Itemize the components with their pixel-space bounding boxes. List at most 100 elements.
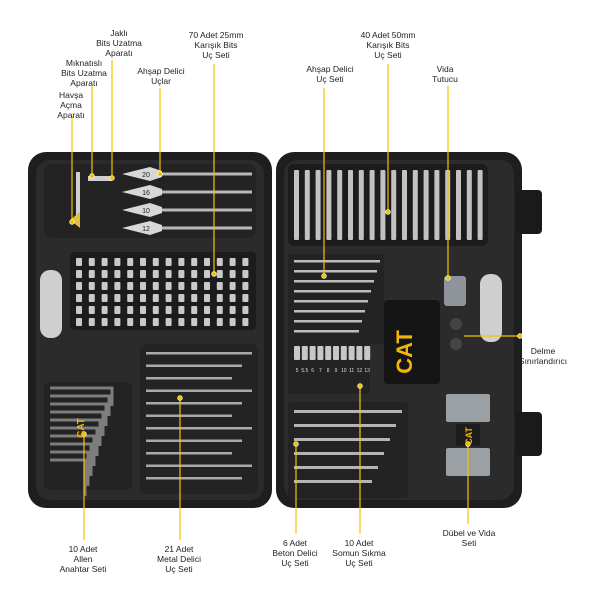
bit-50mm	[380, 170, 386, 240]
allen-key	[50, 394, 111, 416]
callout-dot	[177, 395, 183, 401]
nut-driver-socket	[294, 346, 300, 360]
callout-dot	[517, 333, 523, 339]
quick-release-extension	[88, 176, 112, 181]
metal-drill-bit	[146, 452, 232, 455]
callout-dot	[385, 209, 391, 215]
masonry-drill-bit	[294, 466, 378, 469]
bit-25mm	[229, 258, 236, 266]
bit-50mm	[477, 170, 483, 240]
bit-25mm	[242, 258, 249, 266]
bit-25mm	[101, 270, 108, 278]
callout-ahsap-uclar: Ahşap Delici Uçlar	[137, 66, 185, 86]
bit-25mm	[101, 282, 108, 290]
callout-dot	[109, 175, 115, 181]
bit-50mm	[423, 170, 429, 240]
bit-25mm	[165, 318, 172, 326]
bit-25mm	[76, 282, 82, 290]
metal-drill-bit	[146, 402, 242, 405]
socket-size-label: 6	[311, 368, 314, 374]
allen-key	[50, 418, 102, 446]
bit-25mm	[140, 282, 146, 290]
bit-25mm	[204, 270, 210, 278]
callout-ahsap-set: Ahşap Delici Uç Seti	[306, 64, 354, 84]
socket-size-label: 11	[349, 368, 354, 374]
wood-drill-bit	[294, 280, 374, 283]
bit-25mm	[242, 318, 249, 326]
bit-25mm	[216, 294, 223, 302]
latch-top	[516, 190, 542, 234]
spade-bit-blade	[122, 221, 162, 235]
cat-mini-badge	[456, 424, 480, 446]
right-handle-recess	[480, 274, 502, 342]
spade-bit-blade	[122, 185, 162, 199]
socket-size-label: 9	[335, 368, 338, 374]
bit-25mm	[88, 294, 95, 302]
bit-25mm	[216, 318, 223, 326]
callout-leaders	[69, 60, 523, 540]
nut-driver-socket	[348, 346, 355, 360]
allen-key	[50, 426, 99, 456]
allen-key	[50, 434, 96, 466]
bit-25mm	[216, 258, 223, 266]
cat-brand-plate	[384, 300, 440, 384]
bit-25mm	[152, 282, 159, 290]
bit-25mm	[229, 318, 236, 326]
bit-25mm	[114, 270, 121, 278]
allen-key	[50, 386, 114, 406]
masonry-drill-bit	[294, 452, 384, 455]
allen-key	[50, 442, 93, 476]
bit-25mm	[88, 306, 95, 314]
bit-25mm	[178, 318, 185, 326]
bit-25mm	[204, 306, 210, 314]
bit-25mm	[178, 294, 185, 302]
bit-25mm	[114, 318, 121, 326]
metal-drill-bit	[146, 439, 242, 442]
callout-allen: 10 Adet Allen Anahtar Seti	[59, 544, 107, 574]
metal-drill-bit	[146, 477, 242, 480]
bit-25mm	[76, 258, 82, 266]
bit-25mm	[178, 270, 185, 278]
bit-25mm	[165, 270, 172, 278]
bit-50mm	[391, 170, 397, 240]
socket-size-label: 12	[357, 368, 363, 374]
callout-delme: Delme Sınırlandırıcı	[518, 346, 568, 366]
wood-drill-bit	[294, 290, 371, 293]
bit-25mm	[204, 294, 210, 302]
nut-driver-socket	[340, 346, 347, 360]
bit-25mm	[178, 282, 185, 290]
bit-50mm	[412, 170, 418, 240]
bit-25mm	[165, 294, 172, 302]
bit-50mm	[434, 170, 440, 240]
allen-key	[50, 450, 90, 486]
bit-25mm	[127, 306, 134, 314]
wood-drill-bit	[294, 260, 380, 263]
bit-50mm	[326, 170, 332, 240]
masonry-bit-tray	[288, 402, 408, 498]
callout-vida: Vida Tutucu	[432, 64, 458, 84]
bit-25mm	[114, 306, 121, 314]
bit-25mm	[88, 270, 95, 278]
screw-holder	[444, 276, 466, 306]
spade-bit-shaft	[162, 172, 252, 176]
metal-drill-bit	[146, 427, 252, 430]
bit-25mm	[140, 270, 146, 278]
callout-dot	[465, 441, 471, 447]
callout-jakli: Jaklı Bits Uzatma Aparatı	[96, 28, 142, 58]
bit-50mm	[294, 170, 299, 240]
bit-50mm	[369, 170, 375, 240]
metal-drill-bit	[146, 352, 252, 355]
masonry-drill-bit	[294, 424, 396, 427]
callout-dot	[293, 441, 299, 447]
bit-25mm	[127, 318, 134, 326]
metal-drill-bit	[146, 364, 242, 367]
bit-25mm	[152, 318, 159, 326]
bit-25mm	[191, 282, 198, 290]
bit-50mm	[402, 170, 407, 240]
bit-25mm	[76, 270, 82, 278]
nut-driver-socket	[364, 346, 371, 360]
wood-drill-bit	[294, 270, 377, 273]
bit-25mm	[229, 294, 236, 302]
bit-25mm	[101, 294, 108, 302]
